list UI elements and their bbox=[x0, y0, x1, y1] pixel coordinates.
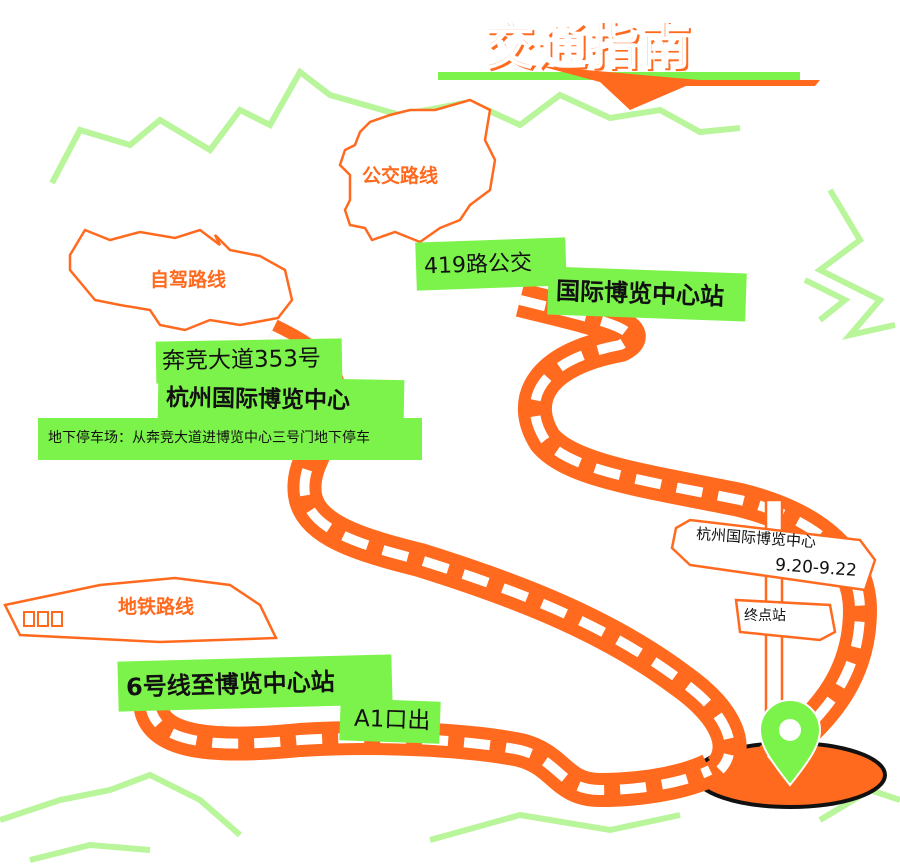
drive-parking-label: 地下停车场：从奔竞大道进博览中心三号门地下停车 bbox=[38, 418, 422, 460]
train-windows bbox=[23, 611, 63, 627]
signpost-terminal: 终点站 bbox=[744, 608, 786, 624]
bus-heading: 公交路线 bbox=[362, 165, 439, 187]
drive-bubble bbox=[68, 228, 294, 332]
drive-venue-label: 杭州国际博览中心 bbox=[157, 375, 405, 425]
bus-stop-label: 国际博览中心站 bbox=[547, 266, 747, 322]
map-pin-icon bbox=[758, 699, 822, 787]
drive-heading: 自驾路线 bbox=[150, 269, 227, 291]
lightning-decoration bbox=[0, 67, 900, 863]
bus-line-label: 419路公交 bbox=[415, 237, 567, 291]
bus-bubble bbox=[338, 98, 497, 244]
signpost bbox=[670, 498, 877, 742]
metro-exit-label: A1口出 bbox=[339, 698, 441, 744]
train-icon bbox=[3, 576, 278, 644]
title-streak bbox=[438, 66, 820, 110]
page-title: 交通指南 bbox=[483, 16, 692, 76]
metro-heading: 地铁路线 bbox=[118, 596, 195, 618]
